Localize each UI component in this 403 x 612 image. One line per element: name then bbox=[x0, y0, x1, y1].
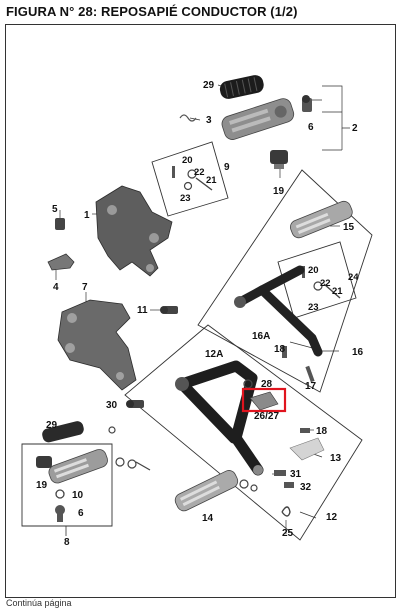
part-12a-arm bbox=[176, 360, 264, 476]
part-footpeg-lower-left bbox=[48, 449, 108, 484]
part-19-rubber-block-lower bbox=[36, 456, 52, 468]
diagram-frame bbox=[5, 24, 396, 598]
group-outline-12 bbox=[124, 324, 363, 541]
callout-22-b: 22 bbox=[320, 278, 331, 289]
callout-9: 9 bbox=[224, 162, 230, 173]
highlight-box-26-27 bbox=[241, 387, 287, 413]
part-4-plate bbox=[47, 253, 75, 271]
group-outline-9 bbox=[151, 141, 229, 217]
part-11-bolt bbox=[160, 306, 178, 314]
callout-26-27: 26/27 bbox=[254, 411, 279, 422]
part-3-spring bbox=[179, 114, 197, 122]
part-30-bolt bbox=[126, 400, 144, 408]
callout-13: 13 bbox=[330, 453, 342, 464]
callout-14: 14 bbox=[202, 513, 214, 524]
callout-12: 12 bbox=[326, 512, 338, 523]
callout-19-top: 19 bbox=[273, 186, 285, 197]
callout-17: 17 bbox=[305, 381, 317, 392]
part-7-side-plate bbox=[57, 299, 137, 391]
callout-21-b: 21 bbox=[332, 286, 343, 297]
part-9-hardware-group bbox=[172, 166, 213, 191]
part-31-bolt bbox=[274, 470, 286, 476]
part-6-bolt-top bbox=[302, 95, 312, 112]
callout-29-top: 29 bbox=[203, 80, 215, 91]
group-outline-8 bbox=[21, 443, 113, 527]
callout-20-a: 20 bbox=[182, 155, 193, 166]
callout-28: 28 bbox=[261, 379, 273, 390]
part-17-pin bbox=[305, 365, 315, 383]
callout-10: 10 bbox=[72, 490, 84, 501]
part-25-clip bbox=[281, 506, 291, 517]
part-2-footpeg bbox=[221, 98, 295, 140]
callout-11: 11 bbox=[137, 305, 148, 316]
callout-18-upper: 18 bbox=[274, 344, 286, 355]
callout-3: 3 bbox=[206, 115, 212, 126]
callout-16: 16 bbox=[352, 347, 364, 358]
page-title: FIGURA N° 28: REPOSAPIÉ CONDUCTOR (1/2) bbox=[6, 4, 298, 19]
callout-7: 7 bbox=[82, 282, 88, 293]
part-15-footpeg bbox=[290, 200, 353, 239]
callout-30: 30 bbox=[106, 400, 118, 411]
group-outline-24 bbox=[277, 241, 357, 319]
callout-4: 4 bbox=[53, 282, 59, 293]
callout-23-a: 23 bbox=[180, 193, 191, 204]
part-18-bolt-lower bbox=[300, 428, 310, 433]
part-26-27-plate bbox=[249, 391, 279, 411]
part-13-heel-guard bbox=[289, 437, 325, 461]
group-outline-16 bbox=[197, 169, 373, 393]
callout-23-b: 23 bbox=[308, 302, 319, 313]
part-10-washer bbox=[55, 489, 65, 499]
footer-note: Continúa página bbox=[6, 598, 72, 608]
part-19-rubber-block-top bbox=[270, 150, 288, 169]
part-14-footpeg bbox=[174, 470, 239, 512]
part-12-washers bbox=[239, 479, 258, 492]
part-6-bolt-lower bbox=[55, 505, 65, 522]
part-16a-arm bbox=[235, 265, 323, 357]
callout-2: 2 bbox=[352, 123, 358, 134]
callout-21-a: 21 bbox=[206, 175, 217, 186]
callout-25: 25 bbox=[282, 528, 294, 539]
part-29-rubber-pad-lower bbox=[42, 421, 84, 443]
part-18-bolt-upper bbox=[282, 346, 287, 358]
callout-22-a: 22 bbox=[194, 167, 205, 178]
part-5-bolt bbox=[55, 218, 65, 230]
callout-29-lower: 29 bbox=[46, 420, 58, 431]
callout-18-lower: 18 bbox=[316, 426, 328, 437]
callout-6-lower: 6 bbox=[78, 508, 84, 519]
callout-15: 15 bbox=[343, 222, 355, 233]
callout-24: 24 bbox=[348, 272, 359, 283]
callout-12a: 12A bbox=[205, 349, 223, 360]
callout-16a: 16A bbox=[252, 331, 270, 342]
part-32-bolt bbox=[284, 482, 294, 488]
part-1-main-bracket bbox=[95, 185, 173, 277]
part-hardware-lower-left bbox=[108, 426, 151, 471]
callout-20-b: 20 bbox=[308, 265, 319, 276]
part-29-rubber-pad bbox=[219, 75, 264, 99]
callout-19-lower: 19 bbox=[36, 480, 48, 491]
callout-32: 32 bbox=[300, 482, 312, 493]
callout-1: 1 bbox=[84, 210, 90, 221]
callout-6-top: 6 bbox=[308, 122, 314, 133]
callout-8: 8 bbox=[64, 537, 70, 548]
callout-5: 5 bbox=[52, 204, 58, 215]
callout-31: 31 bbox=[290, 469, 302, 480]
